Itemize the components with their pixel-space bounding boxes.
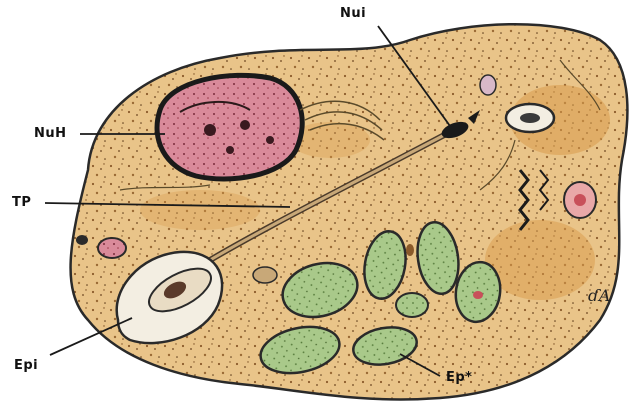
label-ep-star: Ep*	[446, 370, 472, 385]
label-nui: Nui	[340, 6, 366, 21]
host-nucleus	[157, 75, 302, 179]
label-epi: Epi	[14, 358, 38, 373]
artist-signature: ɗA	[588, 286, 610, 305]
label-tp: TP	[12, 195, 31, 210]
label-nuh: NuH	[34, 126, 67, 141]
